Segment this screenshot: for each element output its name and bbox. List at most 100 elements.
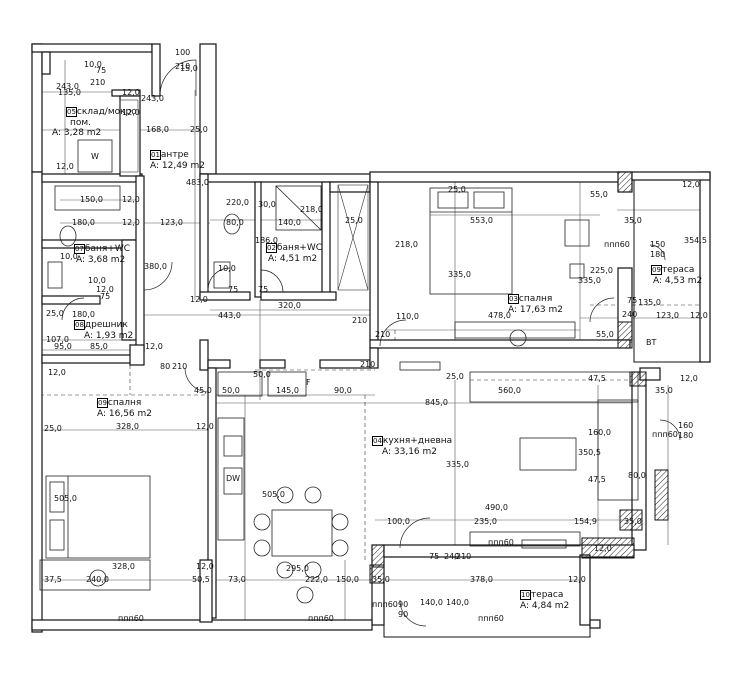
dashed-lines — [40, 304, 700, 560]
dim-label: 25,0 — [190, 125, 208, 134]
dim-label: 12,0 — [56, 162, 74, 171]
dim-label: 12,0 — [122, 108, 140, 117]
fridge-label: F — [306, 378, 311, 387]
dim-label: 12,0 — [690, 311, 708, 320]
washer-label: W — [91, 152, 99, 161]
room-10-name: тераса — [530, 590, 564, 600]
dim-label: 295,0 — [286, 564, 309, 573]
dim-label: 35,0 — [655, 386, 673, 395]
dim-label: 50,0 — [222, 386, 240, 395]
dim-label: 37,5 — [44, 575, 62, 584]
dim-label: 85,0 — [90, 342, 108, 351]
dim-label: 218,0 — [300, 205, 323, 214]
room-08-area: A: 1,93 m2 — [84, 331, 134, 341]
dim-label: 160 — [678, 421, 694, 430]
window-note: ппп60 — [604, 240, 630, 249]
dim-label: 243,0 — [141, 94, 164, 103]
room-09t-label: 09тераса — [651, 265, 694, 275]
room-08-name: дрешник — [84, 320, 128, 330]
dim-label: 25,0 — [44, 424, 62, 433]
room-05-area: A: 3,28 m2 — [52, 128, 102, 138]
dim-label: 235,0 — [474, 517, 497, 526]
dim-label: 100,0 — [387, 517, 410, 526]
dim-label: 328,0 — [116, 422, 139, 431]
room-04-num: 04 — [372, 436, 383, 446]
dim-label: 483,0 — [186, 178, 209, 187]
balcony-note: BT — [646, 338, 657, 347]
dim-label: 240 — [622, 310, 638, 319]
room-05-name2: пом. — [70, 118, 92, 128]
dim-label: 160,0 — [588, 428, 611, 437]
wardrobe — [119, 99, 369, 291]
fixtures — [39, 139, 639, 604]
room-05-num: 05 — [66, 107, 77, 117]
room-04-area: A: 33,16 m2 — [382, 447, 438, 457]
dim-label: 110,0 — [396, 312, 419, 321]
room-02-num: 02 — [266, 243, 277, 253]
dim-label: 25,0 — [46, 309, 64, 318]
room-09-num: 09 — [97, 398, 108, 408]
dim-label: 75 — [258, 285, 269, 294]
room-10-num: 10 — [520, 590, 531, 600]
dim-label: 80,0 — [226, 218, 244, 227]
dim-label: 107,0 — [46, 335, 69, 344]
dim-label: 95,0 — [54, 342, 72, 351]
dim-label: 140,0 — [446, 598, 469, 607]
dim-label: 380,0 — [144, 262, 167, 271]
room-07-area: A: 3,68 m2 — [76, 255, 126, 265]
dim-label: 505,0 — [262, 490, 285, 499]
room-07-label: 07баня+WC — [74, 244, 130, 254]
dim-label: 90 — [398, 610, 409, 619]
dim-label: 350,5 — [578, 448, 601, 457]
dim-label: 45,0 — [194, 386, 212, 395]
dim-label: 154,9 — [574, 517, 597, 526]
dim-label: 30,0 — [258, 200, 276, 209]
dim-label: 243,0 — [56, 82, 79, 91]
room-03-area: A: 17,63 m2 — [508, 305, 564, 315]
dim-label: 73,0 — [228, 575, 246, 584]
dim-label: 75 — [100, 292, 111, 301]
room-09-name: спалня — [107, 398, 142, 408]
dim-label: 123,0 — [656, 311, 679, 320]
dim-label: 335,0 — [446, 460, 469, 469]
dim-label: 210 — [360, 360, 376, 369]
room-01-area: A: 12,49 m2 — [150, 161, 206, 171]
dim-label: 240 — [444, 552, 460, 561]
room-07-num: 07 — [74, 244, 85, 254]
dim-label: 150,0 — [80, 195, 103, 204]
dim-label: 12,0 — [96, 285, 114, 294]
dim-label: 75 — [429, 552, 440, 561]
dim-label: 10,0 — [60, 252, 78, 261]
room-02-label: 02баня+WC — [266, 243, 322, 253]
dim-label: 225,0 — [590, 266, 613, 275]
dim-label: 50,5 — [192, 575, 210, 584]
room-10-label: 10тераса — [520, 590, 563, 600]
dim-label: 80,0 — [628, 471, 646, 480]
dim-label: 12,0 — [594, 544, 612, 553]
room-04-label: 04кухня+дневна — [372, 436, 452, 446]
dim-label: 180 — [650, 250, 666, 259]
dishwasher-label: DW — [226, 474, 241, 483]
dim-label: 12,0 — [190, 295, 208, 304]
door-arcs — [61, 59, 681, 627]
room-08-num: 08 — [74, 320, 85, 330]
window-note: ппп60 — [372, 600, 398, 609]
room-10-area: A: 4,84 m2 — [520, 601, 570, 611]
dim-label: 354,5 — [684, 236, 707, 245]
dim-label: 335,0 — [578, 276, 601, 285]
room-03-name: спалня — [518, 294, 553, 304]
dim-label: 140,0 — [420, 598, 443, 607]
dim-label: 75 — [96, 66, 107, 75]
room-01-num: 01 — [150, 150, 161, 160]
room-09-area: A: 16,56 m2 — [97, 409, 153, 419]
dim-label: 25,0 — [448, 185, 466, 194]
dim-label: 145,0 — [276, 386, 299, 395]
dim-label: 320,0 — [278, 301, 301, 310]
walls — [31, 43, 711, 633]
dim-label: 10,0 — [84, 60, 102, 69]
dim-label: 150,0 — [336, 575, 359, 584]
room-09t-area: A: 4,53 m2 — [653, 276, 703, 286]
room-09t-name: тераса — [661, 265, 695, 275]
room-07-name: баня+WC — [84, 244, 131, 254]
